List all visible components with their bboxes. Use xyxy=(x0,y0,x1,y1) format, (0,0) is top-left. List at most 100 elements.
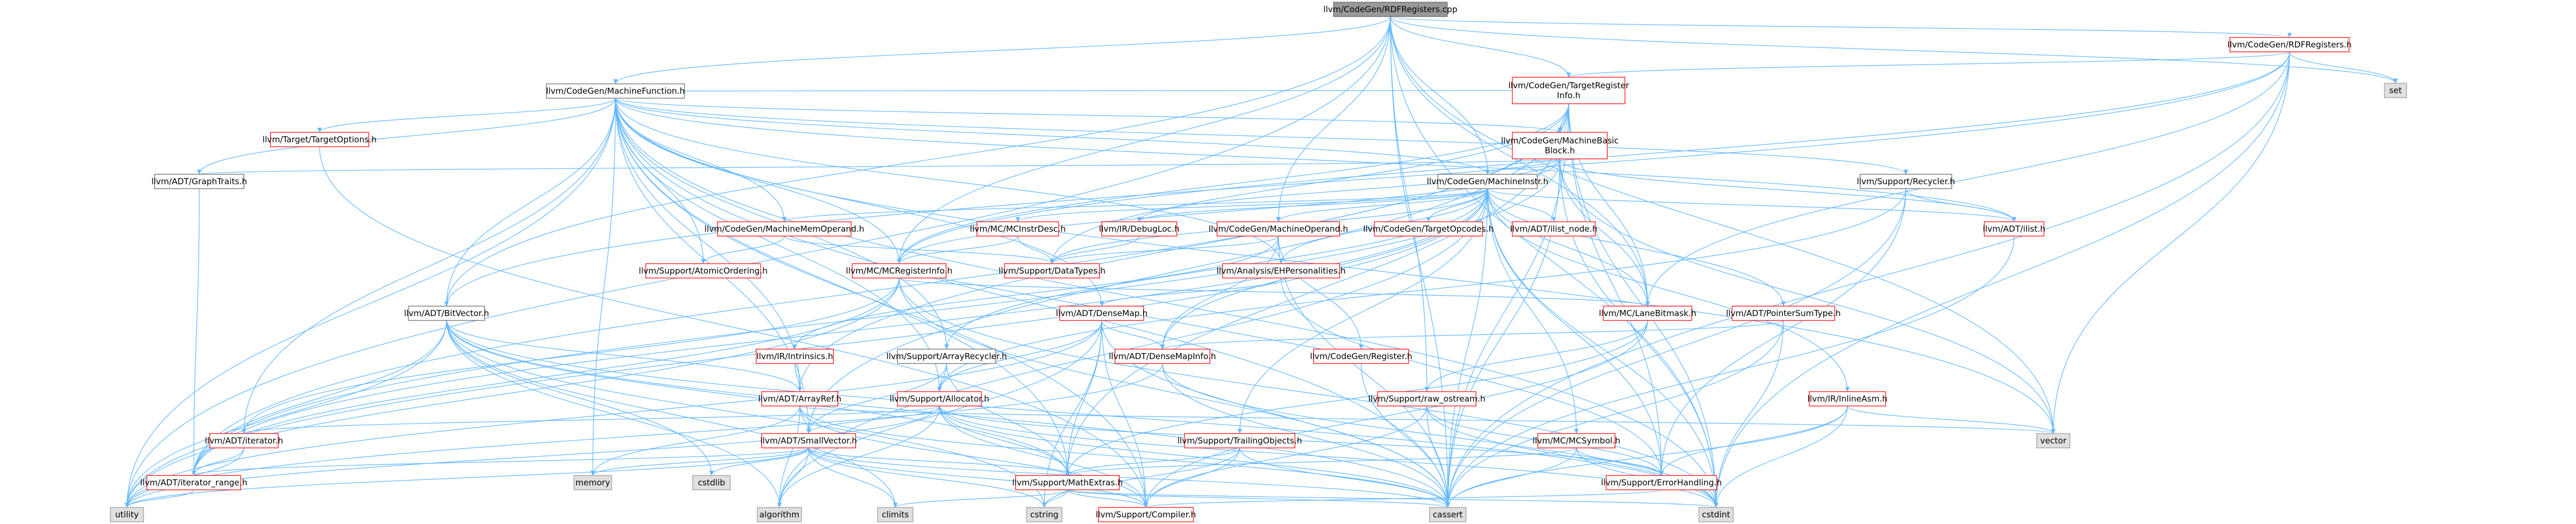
edge-densemap-to-densemapinfo xyxy=(1101,320,1165,350)
edge-rawostream-to-compiler xyxy=(1143,405,1427,508)
node-llvm-codegen-machinememoperand-h[interactable]: llvm/CodeGen/MachineMemOperand.h xyxy=(704,221,864,237)
node-label: llvm/CodeGen/MachineOperand.h xyxy=(1209,224,1348,234)
node-llvm-adt-ilist-h[interactable]: llvm/ADT/ilist.h xyxy=(1983,221,2046,237)
edge-mf-to-iterator xyxy=(241,98,616,434)
edge-root-to-rdfh xyxy=(1390,16,2292,38)
node-label: llvm/ADT/iterator.h xyxy=(205,436,283,446)
edge-mi-to-mo xyxy=(1276,188,1488,222)
edge-smallvector-to-cassert xyxy=(808,447,1451,508)
node-llvm-analysis-ehpersonalities-h[interactable]: llvm/Analysis/EHPersonalities.h xyxy=(1217,263,1346,279)
edge-mi-to-cstdint xyxy=(1487,188,1719,508)
edge-trailing-to-cstring xyxy=(1042,447,1240,508)
node-llvm-support-datatypes-h[interactable]: llvm/Support/DataTypes.h xyxy=(998,263,1106,279)
node-label: llvm/ADT/ArrayRef.h xyxy=(758,394,842,404)
node-llvm-mc-mcsymbol-h[interactable]: llvm/MC/MCSymbol.h xyxy=(1533,433,1621,448)
node-box xyxy=(573,475,612,490)
node-llvm-mc-mcregisterinfo-h[interactable]: llvm/MC/MCRegisterInfo.h xyxy=(846,263,953,279)
node-llvm-codegen-register-h[interactable]: llvm/CodeGen/Register.h xyxy=(1310,349,1412,364)
node-label: llvm/CodeGen/Register.h xyxy=(1310,351,1412,361)
edge-tri-to-mathextras xyxy=(1065,103,1569,476)
edge-allocator-to-smallvector xyxy=(806,405,940,434)
edge-mo-to-cgregister xyxy=(1278,236,1364,350)
node-llvm-adt-densemap-h[interactable]: llvm/ADT/DenseMap.h xyxy=(1056,306,1148,321)
node-llvm-codegen-machineoperand-h[interactable]: llvm/CodeGen/MachineOperand.h xyxy=(1209,221,1348,237)
node-llvm-adt-smallvector-h[interactable]: llvm/ADT/SmallVector.h xyxy=(760,433,857,448)
node-llvm-ir-debugloc-h[interactable]: llvm/IR/DebugLoc.h xyxy=(1099,221,1180,237)
node-box xyxy=(1603,306,1692,321)
node-box xyxy=(645,263,761,279)
edge-mf-to-mathextras xyxy=(615,98,1070,476)
node-llvm-mc-lanebitmask-h[interactable]: llvm/MC/LaneBitmask.h xyxy=(1599,306,1697,321)
node-llvm-support-arrayrecycler-h[interactable]: llvm/Support/ArrayRecycler.h xyxy=(886,349,1007,364)
edge-bitvector-to-cstdint xyxy=(446,320,1719,508)
edge-mi-to-cassert xyxy=(1445,188,1488,508)
edge-mo-to-intrinsics xyxy=(792,236,1279,350)
node-label: llvm/Support/Compiler.h xyxy=(1096,510,1196,520)
node-llvm-target-targetoptions-h[interactable]: llvm/Target/TargetOptions.h xyxy=(263,132,377,147)
edge-densemap-to-mathextras xyxy=(1065,320,1102,476)
edge-arrayref-to-cassert xyxy=(799,405,1451,508)
node-llvm-adt-iterator-range-h[interactable]: llvm/ADT/iterator_range.h xyxy=(140,475,247,490)
edge-tri-to-iterrange xyxy=(191,103,1569,476)
node-llvm-support-raw-ostream-h[interactable]: llvm/Support/raw_ostream.h xyxy=(1368,391,1485,407)
edge-mbb-to-debugloc xyxy=(1136,158,1560,222)
node-llvm-adt-densemapinfo-h[interactable]: llvm/ADT/DenseMapInfo.h xyxy=(1109,349,1216,364)
node-box xyxy=(1512,77,1626,104)
node-llvm-ir-inlineasm-h[interactable]: llvm/IR/InlineAsm.h xyxy=(1808,391,1888,407)
edge-mbb-to-vector xyxy=(1559,158,2056,434)
node-llvm-support-recycler-h[interactable]: llvm/Support/Recycler.h xyxy=(1857,174,1955,189)
node-label: cassert xyxy=(1433,510,1463,520)
node-llvm-adt-arrayref-h[interactable]: llvm/ADT/ArrayRef.h xyxy=(758,391,842,407)
node-llvm-ir-intrinsics-h[interactable]: llvm/IR/Intrinsics.h xyxy=(756,349,834,364)
edge-inlineasm-to-vector xyxy=(1847,405,2056,434)
node-box xyxy=(756,349,834,364)
node-llvm-adt-pointersumtype-h[interactable]: llvm/ADT/PointerSumType.h xyxy=(1726,306,1841,321)
node-llvm-adt-ilist-node-h[interactable]: llvm/ADT/ilist_node.h xyxy=(1510,221,1597,237)
node-llvm-codegen-machineinstr-h[interactable]: llvm/CodeGen/MachineInstr.h xyxy=(1427,174,1548,189)
node-box xyxy=(757,507,802,522)
edge-rdfh-to-cassert xyxy=(1445,51,2290,508)
edge-densemap-to-algorithm xyxy=(777,320,1102,508)
node-llvm-support-compiler-h[interactable]: llvm/Support/Compiler.h xyxy=(1096,507,1196,522)
node-label: llvm/Support/DataTypes.h xyxy=(998,266,1106,276)
node-utility: utility xyxy=(110,507,144,522)
edge-mi-to-mcid xyxy=(1016,188,1488,222)
node-box xyxy=(1429,507,1467,522)
node-llvm-support-allocator-h[interactable]: llvm/Support/Allocator.h xyxy=(890,391,990,407)
node-label: llvm/CodeGen/MachineInstr.h xyxy=(1427,177,1548,186)
edge-tri-to-errorhandling xyxy=(1568,103,1664,476)
edge-mf-to-memory xyxy=(590,98,616,476)
edge-mf-to-mi xyxy=(615,98,1490,175)
node-llvm-codegen-machinefunction-h[interactable]: llvm/CodeGen/MachineFunction.h xyxy=(546,83,685,99)
edge-mi-to-mmo xyxy=(782,188,1488,222)
node-llvm-codegen-rdfregisters-cpp[interactable]: llvm/CodeGen/RDFRegisters.cpp xyxy=(1324,2,1458,17)
edge-mcsymbol-to-errorhandling xyxy=(1576,447,1664,476)
node-llvm-adt-iterator-h[interactable]: llvm/ADT/iterator.h xyxy=(205,433,283,448)
node-label: Block.h xyxy=(1545,146,1575,156)
node-llvm-mc-mcinstrdesc-h[interactable]: llvm/MC/MCInstrDesc.h xyxy=(970,221,1066,237)
node-llvm-codegen-rdfregisters-h[interactable]: llvm/CodeGen/RDFRegisters.h xyxy=(2227,37,2352,52)
node-llvm-adt-bitvector-h[interactable]: llvm/ADT/BitVector.h xyxy=(404,306,489,321)
edge-recycler-to-cassert xyxy=(1445,188,1906,508)
node-llvm-support-trailingobjects-h[interactable]: llvm/Support/TrailingObjects.h xyxy=(1177,433,1302,448)
node-llvm-adt-graphtraits-h[interactable]: llvm/ADT/GraphTraits.h xyxy=(151,174,247,189)
node-llvm-support-errorhandling-h[interactable]: llvm/Support/ErrorHandling.h xyxy=(1601,475,1722,490)
node-box xyxy=(546,83,685,99)
node-llvm-support-mathextras-h[interactable]: llvm/Support/MathExtras.h xyxy=(1012,475,1123,490)
node-label: llvm/Support/Allocator.h xyxy=(890,394,990,404)
edge-errorhandling-to-compiler xyxy=(1144,489,1662,508)
edge-mo-to-densemapinfo xyxy=(1160,236,1279,350)
node-box xyxy=(2229,37,2350,52)
edge-mf-to-recycler xyxy=(615,98,1908,175)
node-llvm-codegen-targetopcodes-h[interactable]: llvm/CodeGen/TargetOpcodes.h xyxy=(1363,221,1494,237)
node-box xyxy=(761,433,856,448)
node-box xyxy=(852,263,947,279)
edge-mcid-to-datatypes xyxy=(1017,236,1055,264)
node-llvm-support-atomicordering-h[interactable]: llvm/Support/AtomicOrdering.h xyxy=(639,263,768,279)
edge-smallvector-to-algorithm xyxy=(777,447,809,508)
node-label: llvm/IR/Intrinsics.h xyxy=(757,351,833,361)
node-box xyxy=(897,349,996,364)
edge-rdfh-to-cstdint xyxy=(1713,51,2290,508)
